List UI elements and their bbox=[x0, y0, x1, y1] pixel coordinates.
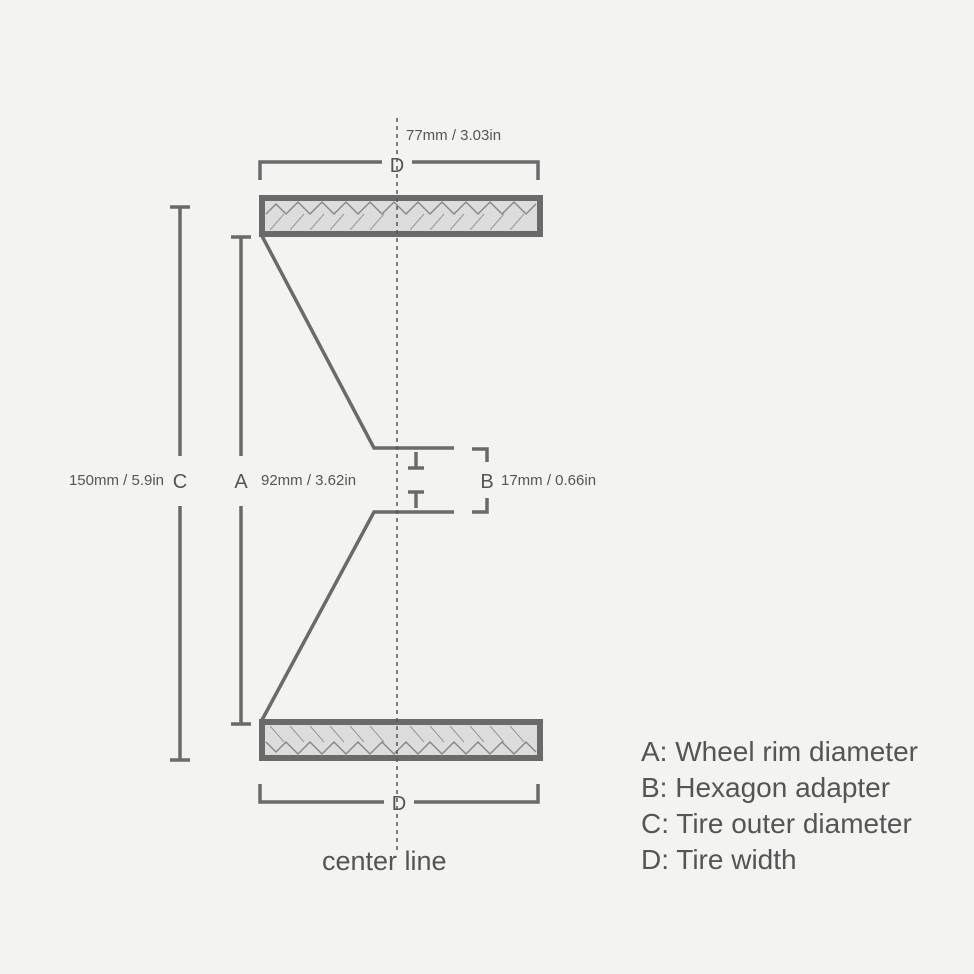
lower-spoke bbox=[260, 510, 454, 721]
dimension-c-line bbox=[170, 205, 190, 762]
legend: A: Wheel rim diameter B: Hexagon adapter… bbox=[641, 734, 918, 878]
top-tire-hatch bbox=[269, 213, 525, 231]
center-line-label: center line bbox=[322, 846, 447, 876]
dimension-d-top-bracket bbox=[258, 160, 540, 180]
bottom-tire-hatch bbox=[269, 725, 525, 743]
hub-profile bbox=[260, 235, 454, 721]
dimension-d-top-letter: D bbox=[390, 155, 404, 177]
dimension-b-letter: B bbox=[480, 471, 493, 493]
dimension-b-bracket bbox=[472, 447, 489, 514]
bottom-tire bbox=[259, 719, 543, 761]
dimension-b-value: 17mm / 0.66in bbox=[501, 472, 596, 489]
dimension-d-bottom-bracket bbox=[258, 784, 540, 804]
legend-item-c: C: Tire outer diameter bbox=[641, 808, 912, 839]
legend-item-b: B: Hexagon adapter bbox=[641, 772, 891, 803]
legend-item-d: D: Tire width bbox=[641, 844, 797, 875]
dimension-d-value: 77mm / 3.03in bbox=[406, 127, 501, 144]
bottom-tire-tread bbox=[265, 740, 537, 756]
legend-item-a: A: Wheel rim diameter bbox=[641, 736, 918, 767]
top-tire bbox=[259, 195, 543, 237]
dimension-c-letter: C bbox=[173, 471, 187, 493]
bottom-tire-body bbox=[259, 719, 543, 761]
top-tire-body bbox=[259, 195, 543, 237]
dimension-d-bottom-letter: D bbox=[392, 793, 406, 815]
dimension-a-line bbox=[231, 235, 251, 726]
top-tire-tread bbox=[265, 200, 537, 216]
upper-spoke bbox=[260, 235, 454, 450]
dimension-a-value: 92mm / 3.62in bbox=[261, 472, 356, 489]
dimension-a-letter: A bbox=[234, 471, 248, 493]
dimension-c-value: 150mm / 5.9in bbox=[69, 472, 164, 489]
